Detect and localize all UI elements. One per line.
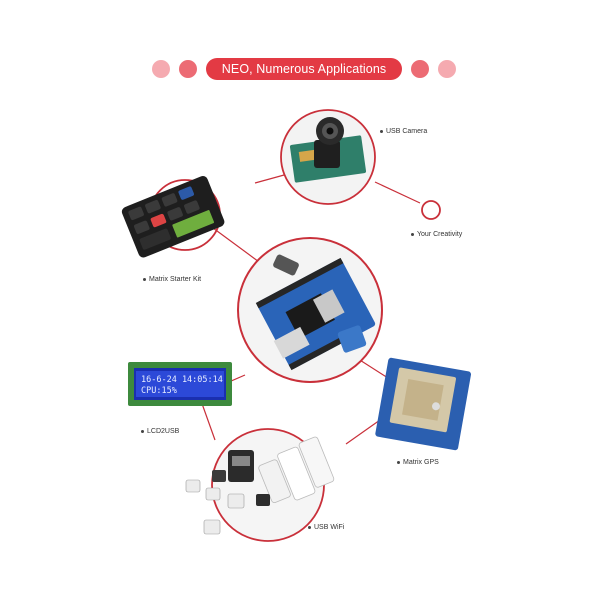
bullet-icon: [411, 232, 414, 236]
bullet-icon: [143, 277, 146, 281]
lcd2usb-image: 16-6-24 14:05:14 CPU:15%: [128, 362, 232, 406]
matrix-gps-image: [375, 357, 472, 451]
bullet-icon: [380, 129, 383, 133]
label-usb-camera: USB Camera: [380, 128, 427, 136]
label-matrix-gps: Matrix GPS: [397, 459, 439, 467]
lcd-line-1: 16-6-24 14:05:14: [141, 375, 223, 385]
nanopi-neo-board-image: [237, 237, 383, 383]
label-usb-wifi: USB WiFi: [308, 524, 344, 532]
bullet-icon: [141, 429, 144, 433]
decor-dot: [438, 60, 456, 78]
usb-camera-image: [280, 109, 376, 205]
decor-dot: [179, 60, 197, 78]
label-your-creativity: Your Creativity: [411, 231, 462, 239]
label-matrix-starter-kit: Matrix Starter Kit: [143, 276, 201, 284]
decor-dot: [152, 60, 170, 78]
creativity-circle: [421, 200, 441, 220]
banner-title: NEO, Numerous Applications: [206, 58, 402, 80]
decor-dot: [411, 60, 429, 78]
usb-wifi-image: [185, 428, 335, 542]
bullet-icon: [397, 460, 400, 464]
matrix-starter-kit-image: [121, 176, 225, 258]
bullet-icon: [308, 525, 311, 529]
lcd-line-2: CPU:15%: [141, 386, 177, 396]
label-lcd2usb: LCD2USB: [141, 428, 179, 436]
